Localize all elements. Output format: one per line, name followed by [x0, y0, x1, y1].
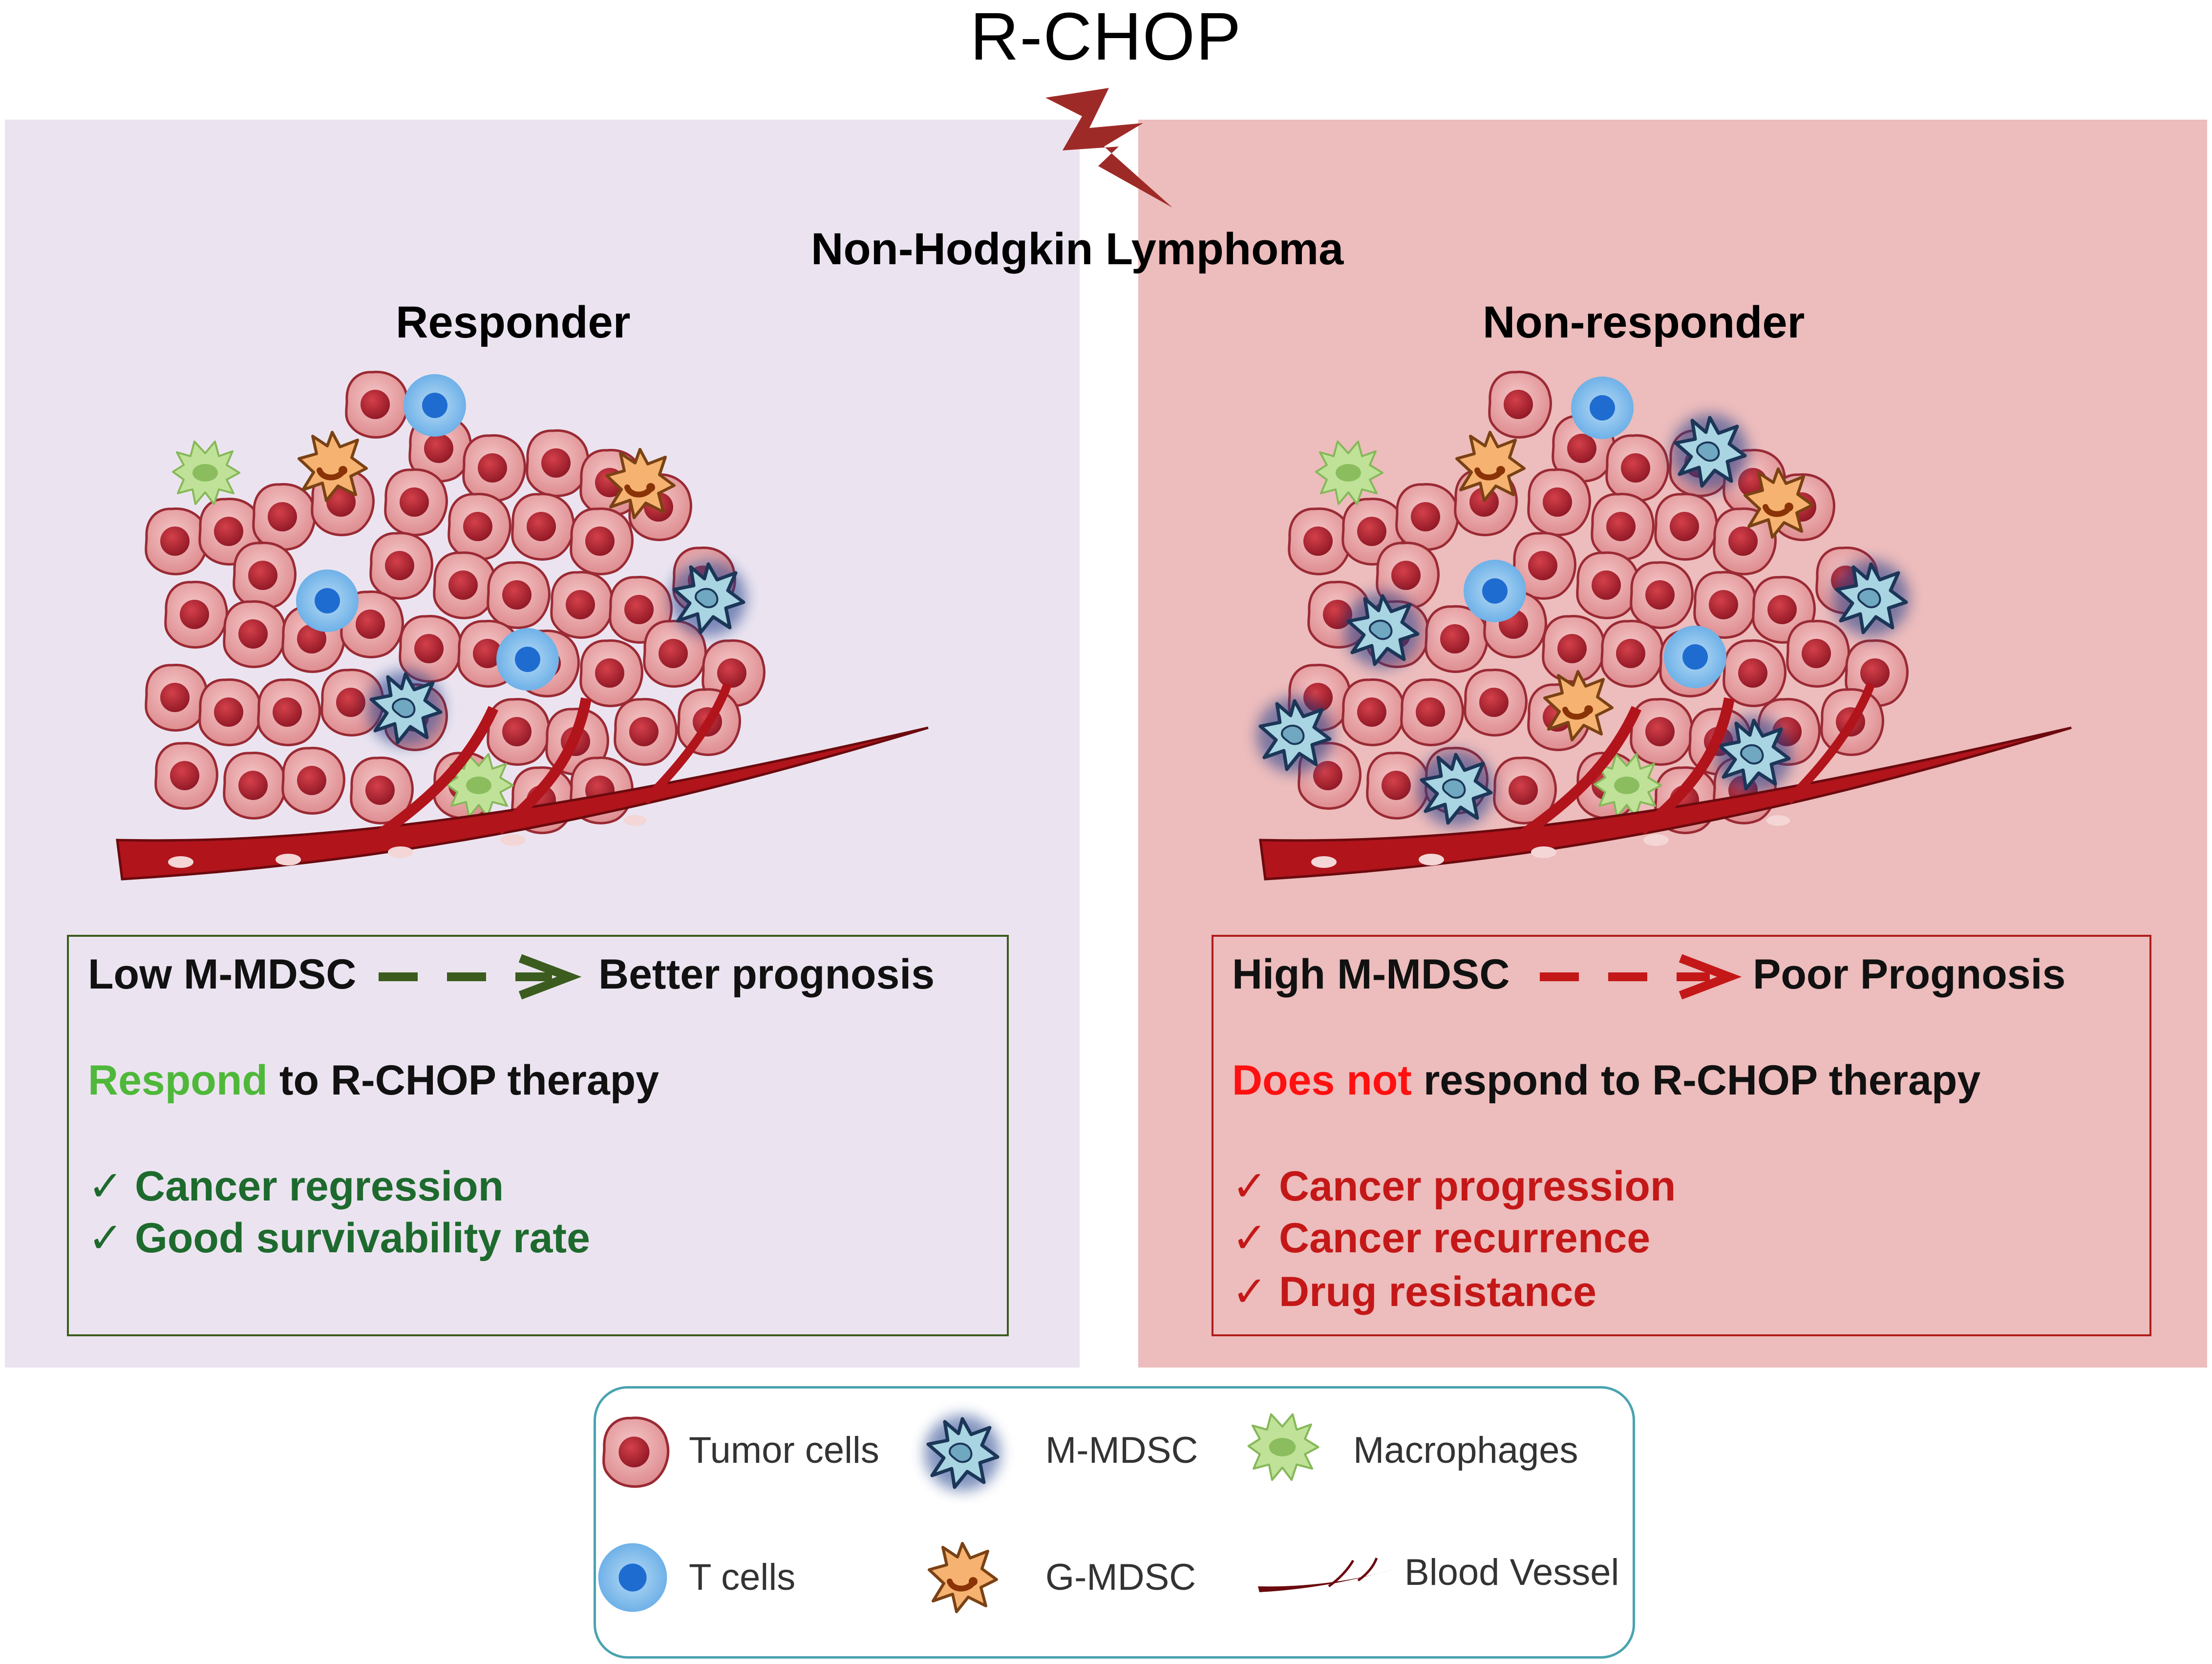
check-icon: ✓ — [1232, 1163, 1268, 1210]
non-responder-prognosis-right: Poor Prognosis — [1753, 951, 2066, 998]
responder-therapy-highlight: Respond — [88, 1057, 268, 1104]
responder-therapy-rest: to R-CHOP therapy — [279, 1057, 659, 1104]
responder-therapy-line: Respond to R-CHOP therapy — [88, 1053, 659, 1107]
legend — [594, 1386, 1635, 1659]
check-icon: ✓ — [88, 1215, 124, 1262]
non-responder-summary-box — [1212, 935, 2151, 1336]
non-responder-prognosis-left: High M-MDSC — [1232, 951, 1510, 998]
legend-m-mdsc-label: M-MDSC — [1045, 1430, 1198, 1471]
check-icon: ✓ — [1232, 1268, 1268, 1315]
legend-g-mdsc-label: G-MDSC — [1045, 1557, 1196, 1598]
responder-summary-box — [67, 935, 1009, 1336]
non-responder-therapy-rest: respond to R-CHOP therapy — [1423, 1057, 1981, 1104]
legend-t-cells-label: T cells — [689, 1557, 796, 1598]
responder-outcome-item: ✓ Cancer regression — [88, 1163, 504, 1210]
non-responder-heading: Non-responder — [1483, 297, 1805, 347]
responder-outcome-item: ✓ Good survivability rate — [88, 1215, 590, 1262]
responder-prognosis-right: Better prognosis — [598, 951, 935, 998]
check-icon: ✓ — [1232, 1215, 1268, 1262]
check-icon: ✓ — [88, 1163, 124, 1210]
diagram-title: R-CHOP — [970, 0, 1242, 74]
legend-tumor-label: Tumor cells — [689, 1430, 879, 1471]
disease-label: Non-Hodgkin Lymphoma — [811, 224, 1344, 274]
non-responder-therapy-line: Does not respond to R-CHOP therapy — [1232, 1053, 1980, 1107]
legend-macrophages-label: Macrophages — [1353, 1430, 1578, 1471]
responder-prognosis-left: Low M-MDSC — [88, 951, 357, 998]
responder-heading: Responder — [396, 297, 631, 347]
non-responder-therapy-highlight: Does not — [1232, 1057, 1412, 1104]
non-responder-outcome-item: ✓ Cancer progression — [1232, 1163, 1676, 1210]
legend-blood-vessel-label: Blood Vessel — [1404, 1552, 1619, 1593]
non-responder-outcome-item: ✓ Cancer recurrence — [1232, 1215, 1651, 1262]
non-responder-outcome-item: ✓ Drug resistance — [1232, 1268, 1597, 1315]
